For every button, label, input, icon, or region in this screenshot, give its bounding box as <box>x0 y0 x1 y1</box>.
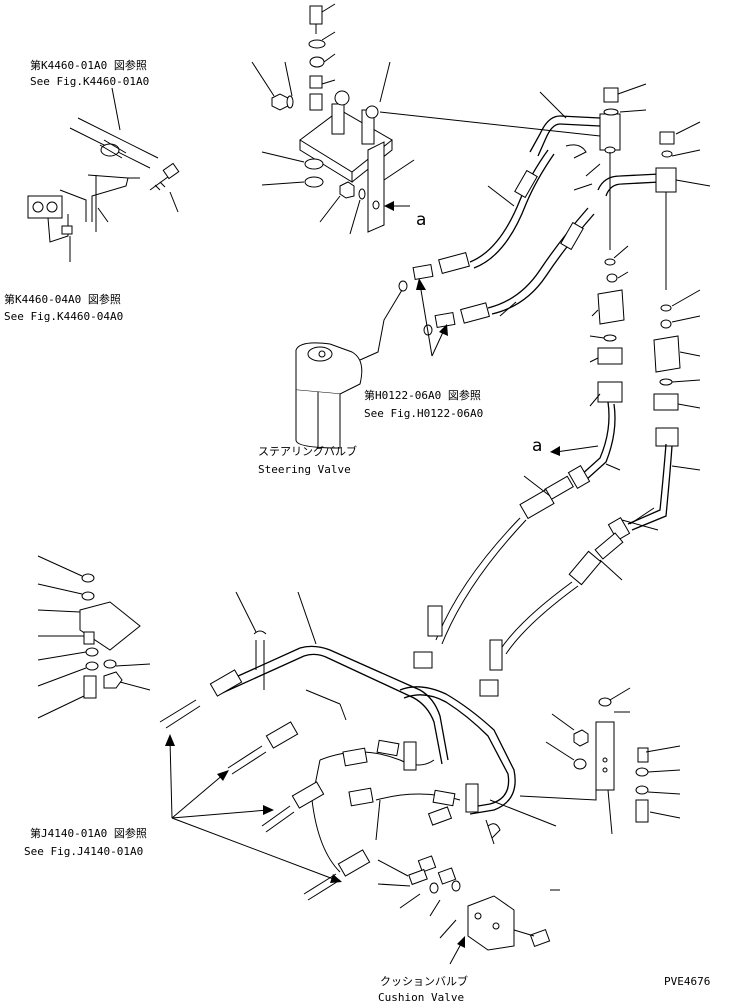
upper-right-fittings <box>529 83 711 447</box>
steering-hoses <box>398 149 595 357</box>
reference-arrows-j4140 <box>165 734 342 883</box>
figure-code: PVE4676 <box>664 975 711 988</box>
steering-valve-label-en: Steering Valve <box>258 463 351 476</box>
middle-hoses <box>413 401 701 697</box>
steering-valve-label-jp: ステアリングバルブ <box>258 445 357 458</box>
ref-k4460-01a0-jp: 第K4460-01A0 図参照 <box>30 59 147 72</box>
steering-valve <box>295 289 403 449</box>
marker-a-lower: a <box>532 436 543 456</box>
marker-a-upper: a <box>416 210 427 230</box>
ref-j4140-01a0-jp: 第J4140-01A0 図参照 <box>30 827 147 840</box>
ref-k4460-01a0-en: See Fig.K4460-01A0 <box>30 75 150 88</box>
ref-k4460-04a0-en: See Fig.K4460-04A0 <box>4 310 124 323</box>
cushion-valve <box>377 855 560 965</box>
bracket-detail-top-left <box>27 87 180 262</box>
lower-tube-bundle <box>159 591 681 901</box>
ref-k4460-04a0-jp: 第K4460-04A0 図参照 <box>4 293 121 306</box>
lower-left-hardware <box>37 555 151 719</box>
ref-h0122-06a0-jp: 第H0122-06A0 図参照 <box>364 389 481 402</box>
ref-h0122-06a0-en: See Fig.H0122-06A0 <box>364 407 484 420</box>
cushion-valve-label-en: Cushion Valve <box>378 991 465 1004</box>
mounting-bracket-group <box>251 3 415 235</box>
cushion-valve-label-jp: クッションバルブ <box>380 975 468 988</box>
ref-j4140-01a0-en: See Fig.J4140-01A0 <box>24 845 144 858</box>
